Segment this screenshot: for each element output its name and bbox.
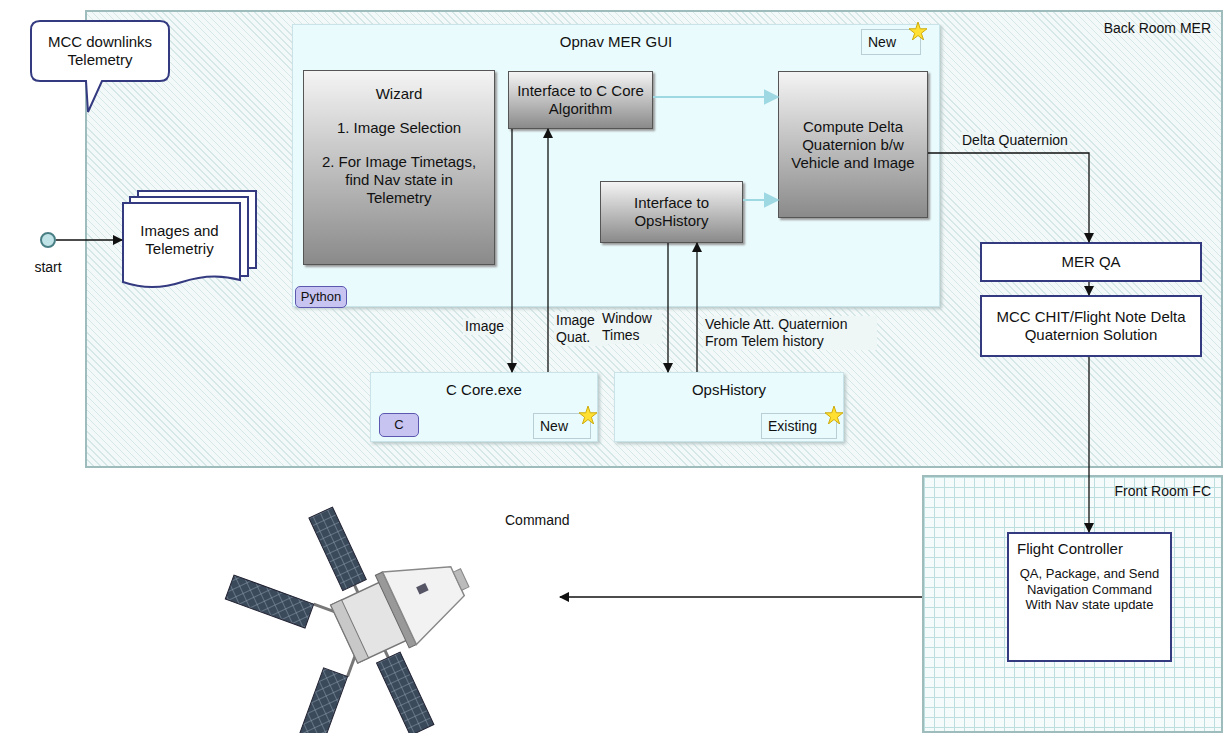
process-box: Compute Delta Quaternion b/w Vehicle and… xyxy=(778,71,928,218)
edge-label: Delta Quaternion xyxy=(960,132,1070,149)
process-box: Interface to C Core Algorithm xyxy=(508,71,653,129)
flow-arrow xyxy=(1088,357,1089,532)
node-title: Interface to OpsHistory xyxy=(609,194,734,230)
language-badge: Python xyxy=(295,286,347,308)
node-title: C Core.exe xyxy=(446,381,522,399)
flow-arrow xyxy=(743,199,778,201)
edge-label: Image xyxy=(463,318,506,335)
node-title: Images and Telemetriy xyxy=(128,222,231,258)
flow-arrow xyxy=(928,153,1089,242)
edge-label: Window Times xyxy=(600,310,662,344)
star-icon xyxy=(825,406,843,424)
star-icon xyxy=(909,22,927,40)
node-title: New xyxy=(540,418,568,435)
node-title: start xyxy=(34,259,61,276)
star-icon xyxy=(579,406,597,424)
node-text: 2. For Image Timetags, find Nav state in… xyxy=(314,153,484,207)
node-text: 1. Image Selection xyxy=(337,119,461,137)
document-stack: Images and Telemetriy xyxy=(122,190,257,290)
gui-panel: Opnav MER GUI NewWizard 1. Image Selection… xyxy=(292,24,940,307)
node-title: New xyxy=(868,34,896,51)
flow-arrow xyxy=(653,96,778,98)
back-room-region: Back Room MEROpnav MER GUINewWizard1. Im… xyxy=(85,10,1223,468)
node-title: Opnav MER GUI xyxy=(560,33,673,51)
node-title: MER QA xyxy=(1061,253,1120,271)
node-title: Front Room FC xyxy=(1115,483,1211,500)
process-box: Flight ControllerQA, Package, and Send N… xyxy=(1007,532,1172,662)
process-box: Wizard 1. Image Selection 2. For Image Tim… xyxy=(303,70,495,265)
node-title: Back Room MER xyxy=(1104,20,1211,37)
status-badge: New xyxy=(533,413,591,439)
flow-arrow xyxy=(667,243,668,372)
process-box: MER QA xyxy=(980,242,1202,282)
solar-arrays xyxy=(209,507,434,733)
flow-arrow xyxy=(511,129,512,372)
node-title: Flight Controller xyxy=(1017,540,1123,558)
start-circle xyxy=(28,230,68,252)
status-badge: Existing xyxy=(761,413,837,439)
status-badge: New xyxy=(861,29,921,55)
node-title: MCC CHIT/Flight Note Delta Quaternion So… xyxy=(990,308,1192,344)
start-event: start xyxy=(28,230,68,276)
node-title: Python xyxy=(301,289,341,305)
orion-spacecraft xyxy=(209,469,515,733)
flow-arrow xyxy=(696,243,697,372)
node-title: Interface to C Core Algorithm xyxy=(517,82,644,118)
edge-label: Vehicle Att. Quaternion From Telem histo… xyxy=(703,316,877,350)
process-box: MCC CHIT/Flight Note Delta Quaternion So… xyxy=(980,295,1202,357)
node-title: Compute Delta Quaternion b/w Vehicle and… xyxy=(787,118,919,172)
front-room-region: Front Room FC Flight ControllerQA, Packag… xyxy=(922,475,1223,733)
callout-bubble: MCC downlinks Telemetry xyxy=(30,20,170,82)
node-title: MCC downlinks Telemetry xyxy=(40,33,160,69)
node-title: Wizard xyxy=(376,85,423,103)
node-title: OpsHistory xyxy=(692,381,766,399)
language-badge: C xyxy=(379,413,419,437)
flow-arrow xyxy=(56,239,122,240)
node-title: C xyxy=(394,417,403,433)
program-box: C Core.exeC New xyxy=(370,372,598,442)
crew-capsule xyxy=(383,545,475,645)
flow-arrow xyxy=(547,129,548,372)
flow-arrow xyxy=(1088,282,1089,295)
node-title: Existing xyxy=(768,418,817,435)
free-label: Command xyxy=(505,512,570,528)
process-box: Interface to OpsHistory xyxy=(600,181,743,243)
node-text: QA, Package, and Send Navigation Command… xyxy=(1017,566,1162,613)
program-box: OpsHistoryExisting xyxy=(614,372,844,442)
